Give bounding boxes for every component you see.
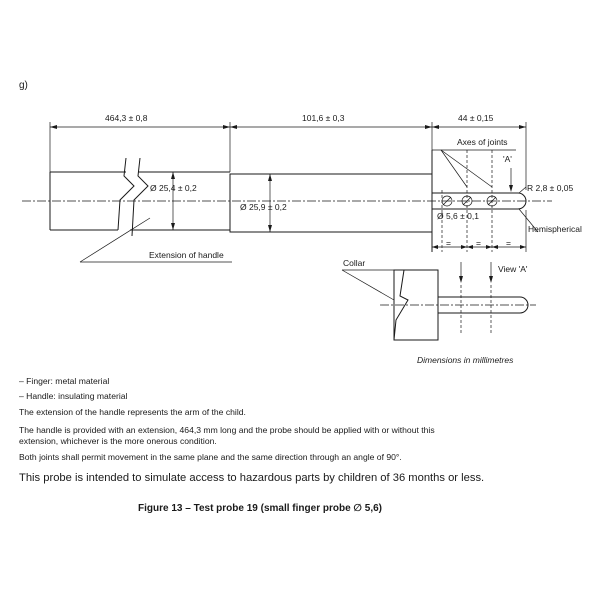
- tip-radius-label: R 2,8 ± 0,05: [527, 183, 574, 193]
- note-extension: The extension of the handle represents t…: [19, 407, 246, 417]
- probe-purpose-statement: This probe is intended to simulate acces…: [19, 472, 485, 484]
- extension-of-handle-leader: [79, 217, 232, 263]
- view-a-marker-label: 'A': [503, 154, 512, 164]
- note-handle-line2: extension, whichever is the more onerous…: [19, 436, 217, 446]
- equal-mark-3: =: [506, 238, 511, 248]
- view-a-arrow: [509, 168, 513, 192]
- item-label: g): [19, 80, 28, 91]
- hemispherical-leader: [518, 208, 539, 233]
- collar-label: Collar: [343, 258, 366, 268]
- note-handle-line1: The handle is provided with an extension…: [19, 425, 435, 435]
- finger-diameter-label: Ø 5,6 ± 0,1: [437, 211, 479, 221]
- handle-diameter-dimension: [268, 174, 272, 232]
- note-joints: Both joints shall permit movement in the…: [19, 452, 402, 462]
- note-finger: – Finger: metal material: [19, 376, 110, 386]
- probe-drawing: [22, 122, 552, 341]
- axes-of-joints-label: Axes of joints: [457, 137, 508, 147]
- handle-diameter-label: Ø 25,9 ± 0,2: [240, 202, 287, 212]
- view-a-label: View 'A': [498, 264, 528, 274]
- extension-diameter-label: Ø 25,4 ± 0,2: [150, 183, 197, 193]
- equal-spacing-dimension: [432, 210, 527, 252]
- extension-length-label: 464,3 ± 0,8: [105, 113, 148, 123]
- finger-length-label: 44 ± 0,15: [458, 113, 494, 123]
- radius-leader: [518, 186, 527, 194]
- view-a-detail-arrows: [459, 262, 493, 283]
- extension-of-handle-label: Extension of handle: [149, 250, 224, 260]
- collar-detail-view: [341, 269, 536, 341]
- hemispherical-label: Hemispherical: [528, 224, 582, 234]
- units-note: Dimensions in millimetres: [417, 355, 514, 365]
- equal-mark-2: =: [476, 238, 481, 248]
- figure-caption: Figure 13 – Test probe 19 (small finger …: [138, 503, 382, 514]
- top-dimension-line: [50, 125, 526, 129]
- handle-length-label: 101,6 ± 0,3: [302, 113, 345, 123]
- equal-mark-1: =: [446, 238, 451, 248]
- note-handle: – Handle: insulating material: [19, 391, 128, 401]
